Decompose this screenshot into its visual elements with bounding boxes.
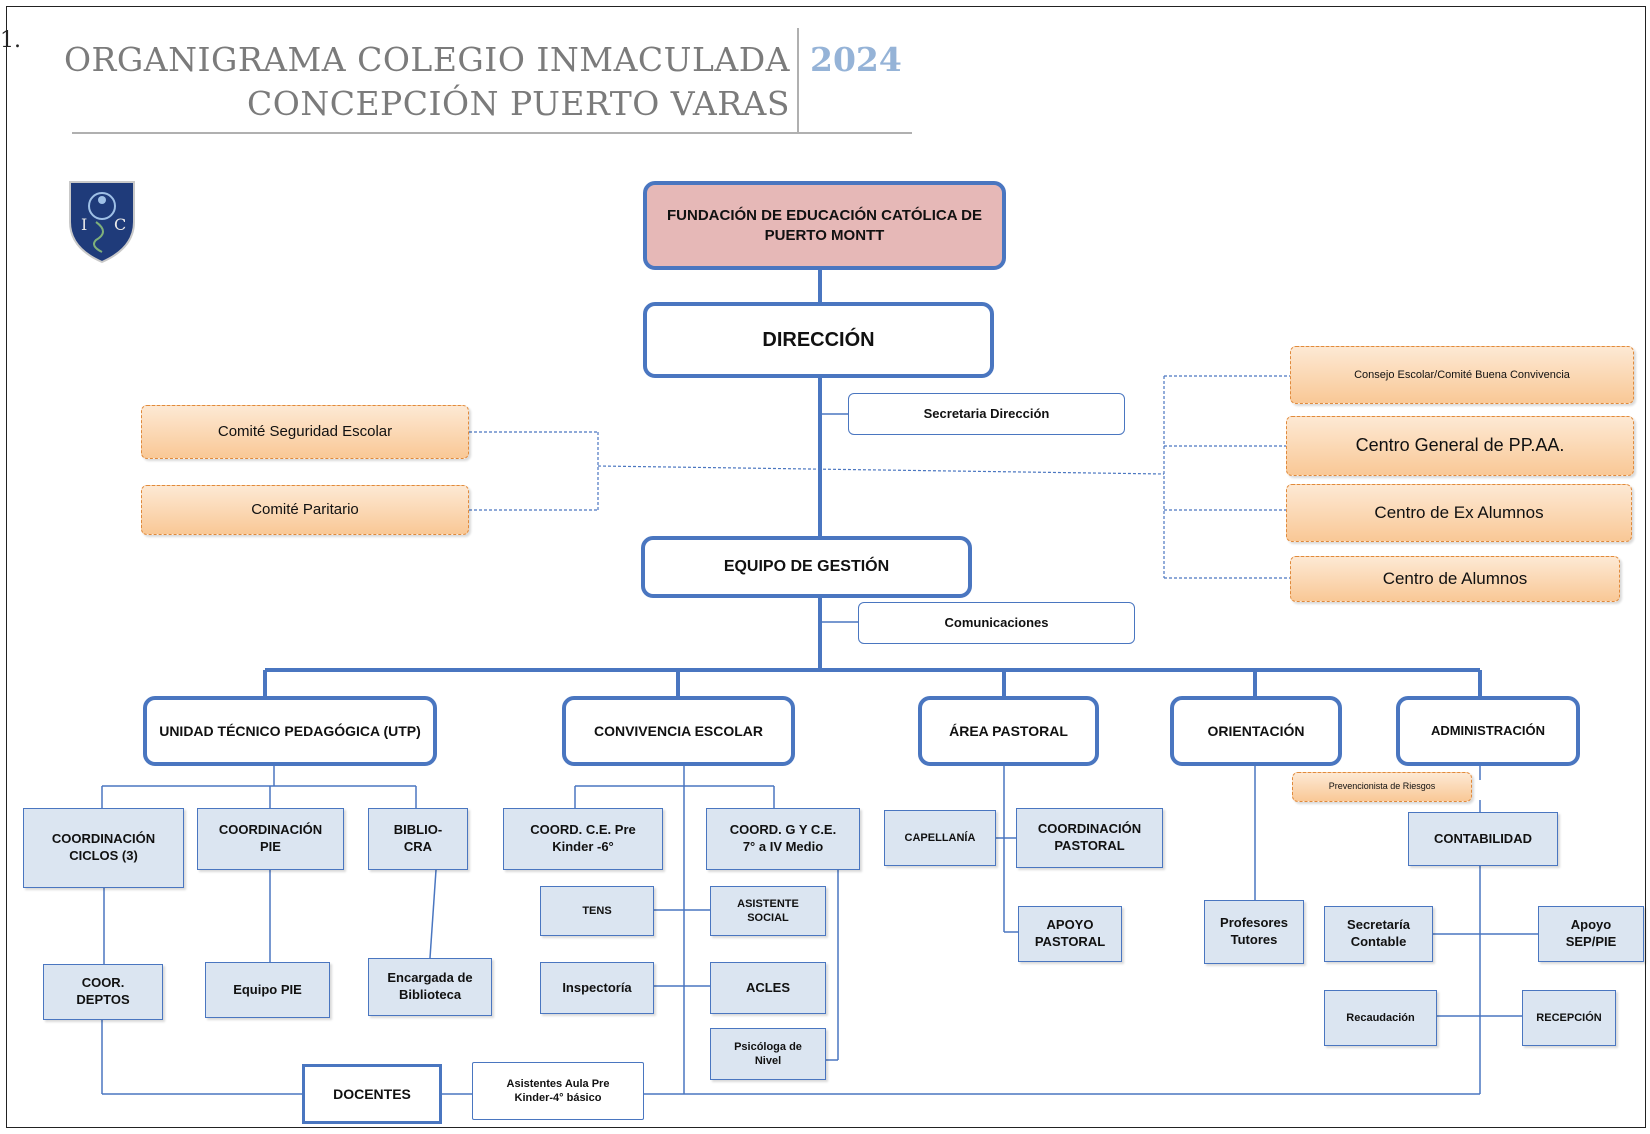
- node-consejo-escolar: Consejo Escolar/Comité Buena Convivencia: [1290, 346, 1634, 404]
- node-biblio-cra: BIBLIO- CRA: [368, 808, 468, 870]
- page-frame: [6, 6, 1646, 1128]
- node-psicologa: Psicóloga de Nivel: [710, 1028, 826, 1080]
- node-inspectoria: Inspectoría: [540, 962, 654, 1014]
- node-apoyo-pastoral: APOYO PASTORAL: [1018, 906, 1122, 962]
- node-equipo-gestion: EQUIPO DE GESTIÓN: [641, 536, 972, 598]
- node-apoyo-sep-pie: Apoyo SEP/PIE: [1538, 906, 1644, 962]
- page-title-line1: ORGANIGRAMA COLEGIO INMACULADA: [63, 40, 790, 79]
- node-coordinacion-pastoral: COORDINACIÓN PASTORAL: [1016, 808, 1163, 868]
- node-administracion: ADMINISTRACIÓN: [1396, 696, 1580, 766]
- node-orientacion: ORIENTACIÓN: [1170, 696, 1342, 766]
- node-prevencionista: Prevencionista de Riesgos: [1292, 772, 1472, 802]
- node-utp: UNIDAD TÉCNICO PEDAGÓGICA (UTP): [143, 696, 437, 766]
- node-convivencia: CONVIVENCIA ESCOLAR: [562, 696, 795, 766]
- node-secretaria-contable: Secretaría Contable: [1324, 906, 1433, 962]
- node-asistentes-aula: Asistentes Aula Pre Kinder-4° básico: [472, 1062, 644, 1120]
- node-docentes: DOCENTES: [302, 1064, 442, 1124]
- node-tens: TENS: [540, 886, 654, 936]
- svg-text:C: C: [114, 215, 126, 234]
- node-coord-ciclos: COORDINACIÓN CICLOS (3): [23, 808, 184, 888]
- node-comite-paritario: Comité Paritario: [141, 485, 469, 535]
- node-asistente-social: ASISTENTE SOCIAL: [710, 886, 826, 936]
- svg-text:I: I: [81, 215, 87, 234]
- node-recepcion: RECEPCIÓN: [1522, 990, 1616, 1046]
- node-area-pastoral: ÁREA PASTORAL: [918, 696, 1099, 766]
- title-underline: [72, 132, 912, 134]
- school-crest-icon: I C: [69, 181, 135, 264]
- title-divider: [797, 28, 799, 132]
- node-recaudacion: Recaudación: [1324, 990, 1437, 1046]
- node-comite-seguridad: Comité Seguridad Escolar: [141, 405, 469, 459]
- node-comunicaciones: Comunicaciones: [858, 602, 1135, 644]
- node-coord-gyce: COORD. G Y C.E. 7° a IV Medio: [706, 808, 860, 870]
- node-coord-pie: COORDINACIÓN PIE: [197, 808, 344, 870]
- page-title-line2: CONCEPCIÓN PUERTO VARAS: [247, 84, 790, 123]
- node-fundacion: FUNDACIÓN DE EDUCACIÓN CATÓLICA DE PUERT…: [643, 181, 1006, 270]
- node-coord-ce-prekinder: COORD. C.E. Pre Kinder -6°: [503, 808, 663, 870]
- node-encargada-biblioteca: Encargada de Biblioteca: [368, 958, 492, 1016]
- title-year: 2024: [810, 40, 902, 79]
- node-capellania: CAPELLANÍA: [884, 810, 996, 866]
- node-centro-alumnos: Centro de Alumnos: [1290, 556, 1620, 602]
- node-profesores-tutores: Profesores Tutores: [1204, 900, 1304, 964]
- node-contabilidad: CONTABILIDAD: [1408, 812, 1558, 866]
- node-centro-ppaa: Centro General de PP.AA.: [1286, 416, 1634, 476]
- node-acles: ACLES: [710, 962, 826, 1014]
- node-equipo-pie: Equipo PIE: [205, 962, 330, 1018]
- node-coor-deptos: COOR. DEPTOS: [43, 964, 163, 1020]
- stray-text: 1.: [0, 28, 21, 53]
- node-centro-ex-alumnos: Centro de Ex Alumnos: [1286, 484, 1632, 542]
- node-direccion: DIRECCIÓN: [643, 302, 994, 378]
- node-secretaria-direccion: Secretaria Dirección: [848, 393, 1125, 435]
